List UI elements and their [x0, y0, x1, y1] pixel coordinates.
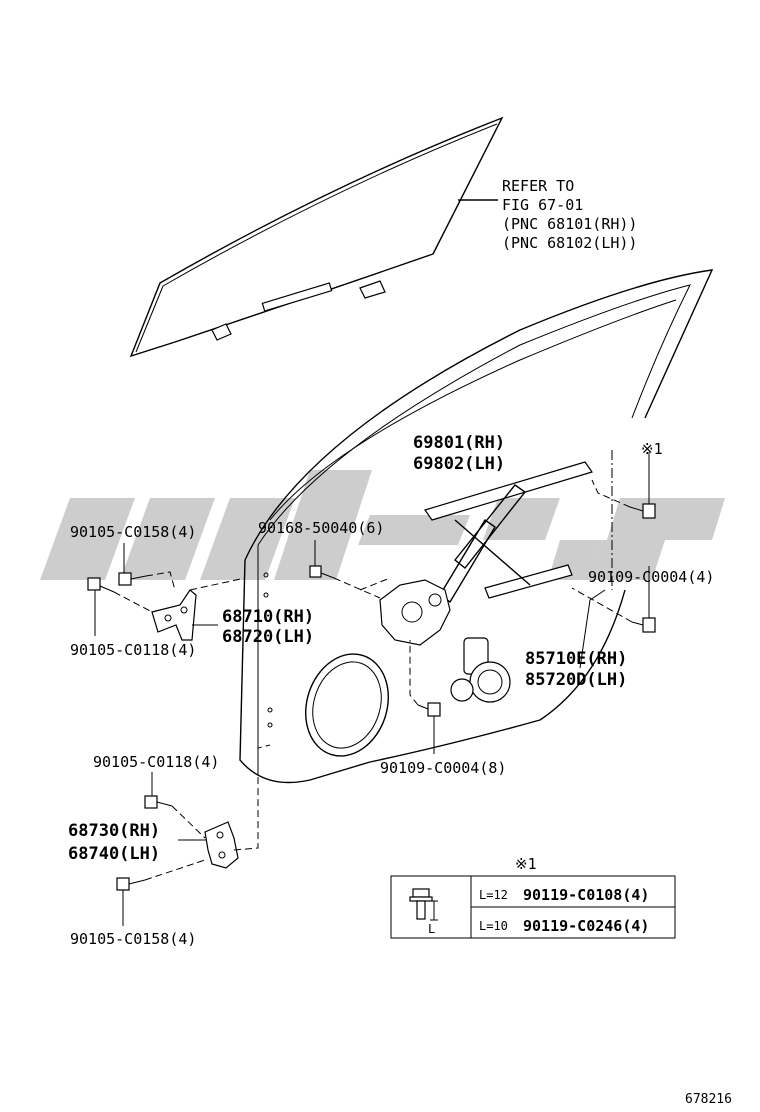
bolt-icon [87, 577, 115, 593]
dashed-guides [113, 450, 633, 881]
bolt-icon [116, 877, 146, 891]
label-hinge-lower-lh[interactable]: 68740(LH) [68, 844, 160, 864]
bolt-icon-group [87, 503, 656, 891]
legend-row-part[interactable]: 90119-C0246(4) [523, 917, 649, 935]
label-regulator-lh[interactable]: 69802(LH) [413, 454, 505, 474]
label-motor-lh[interactable]: 85720D(LH) [525, 670, 627, 690]
label-regulator-rh[interactable]: 69801(RH) [413, 433, 505, 453]
label-bolt-c0004-right[interactable]: 90109-C0004(4) [588, 568, 714, 586]
refer-note: REFER TO FIG 67-01 (PNC 68101(RH)) (PNC … [502, 177, 637, 252]
lower-hinge [204, 821, 239, 869]
door-frame [239, 269, 714, 784]
bolt-icon [629, 503, 656, 519]
bolt-icon [417, 702, 441, 717]
upper-hinge [151, 589, 197, 641]
window-regulator [379, 461, 593, 646]
label-bolt-c0158-bottom[interactable]: 90105-C0158(4) [70, 930, 196, 948]
label-motor-rh[interactable]: 85710E(RH) [525, 649, 627, 669]
watermark-logo [40, 470, 725, 580]
figure-id: 678216 [685, 1092, 732, 1107]
refer-note-line4: (PNC 68102(LH)) [502, 234, 637, 252]
legend-dimension-label: L [428, 922, 435, 936]
refer-note-line1: REFER TO [502, 177, 574, 195]
label-bolt-c0004-bottom[interactable]: 90109-C0004(8) [380, 759, 506, 777]
door-glass [129, 116, 504, 358]
refer-note-line3: (PNC 68101(RH)) [502, 215, 637, 233]
label-bolt-c0118-top[interactable]: 90105-C0118(4) [70, 641, 196, 659]
bolt-icon [631, 617, 656, 633]
regulator-motor [450, 637, 511, 703]
leader-lines [94, 199, 650, 926]
bolt-icon [118, 572, 147, 586]
label-hinge-upper-lh[interactable]: 68720(LH) [222, 627, 314, 647]
label-note-ref-mark: ※1 [641, 440, 663, 458]
label-hinge-lower-rh[interactable]: 68730(RH) [68, 821, 160, 841]
legend-row-part[interactable]: 90119-C0108(4) [523, 886, 649, 904]
legend-row-length: L=12 [479, 888, 508, 902]
bolt-icon [144, 795, 173, 809]
legend-row-length: L=10 [479, 919, 508, 933]
refer-note-line2: FIG 67-01 [502, 196, 583, 214]
bolt-icon [409, 888, 438, 921]
label-bolt-50040[interactable]: 90168-50040(6) [258, 519, 384, 537]
label-bolt-c0158-top[interactable]: 90105-C0158(4) [70, 523, 196, 541]
label-hinge-upper-rh[interactable]: 68710(RH) [222, 607, 314, 627]
legend-header: ※1 [515, 855, 537, 873]
label-bolt-c0118-bottom[interactable]: 90105-C0118(4) [93, 753, 219, 771]
legend-table: ※1 L L=12 90119-C0108(4) L=10 90119-C024… [390, 855, 676, 939]
